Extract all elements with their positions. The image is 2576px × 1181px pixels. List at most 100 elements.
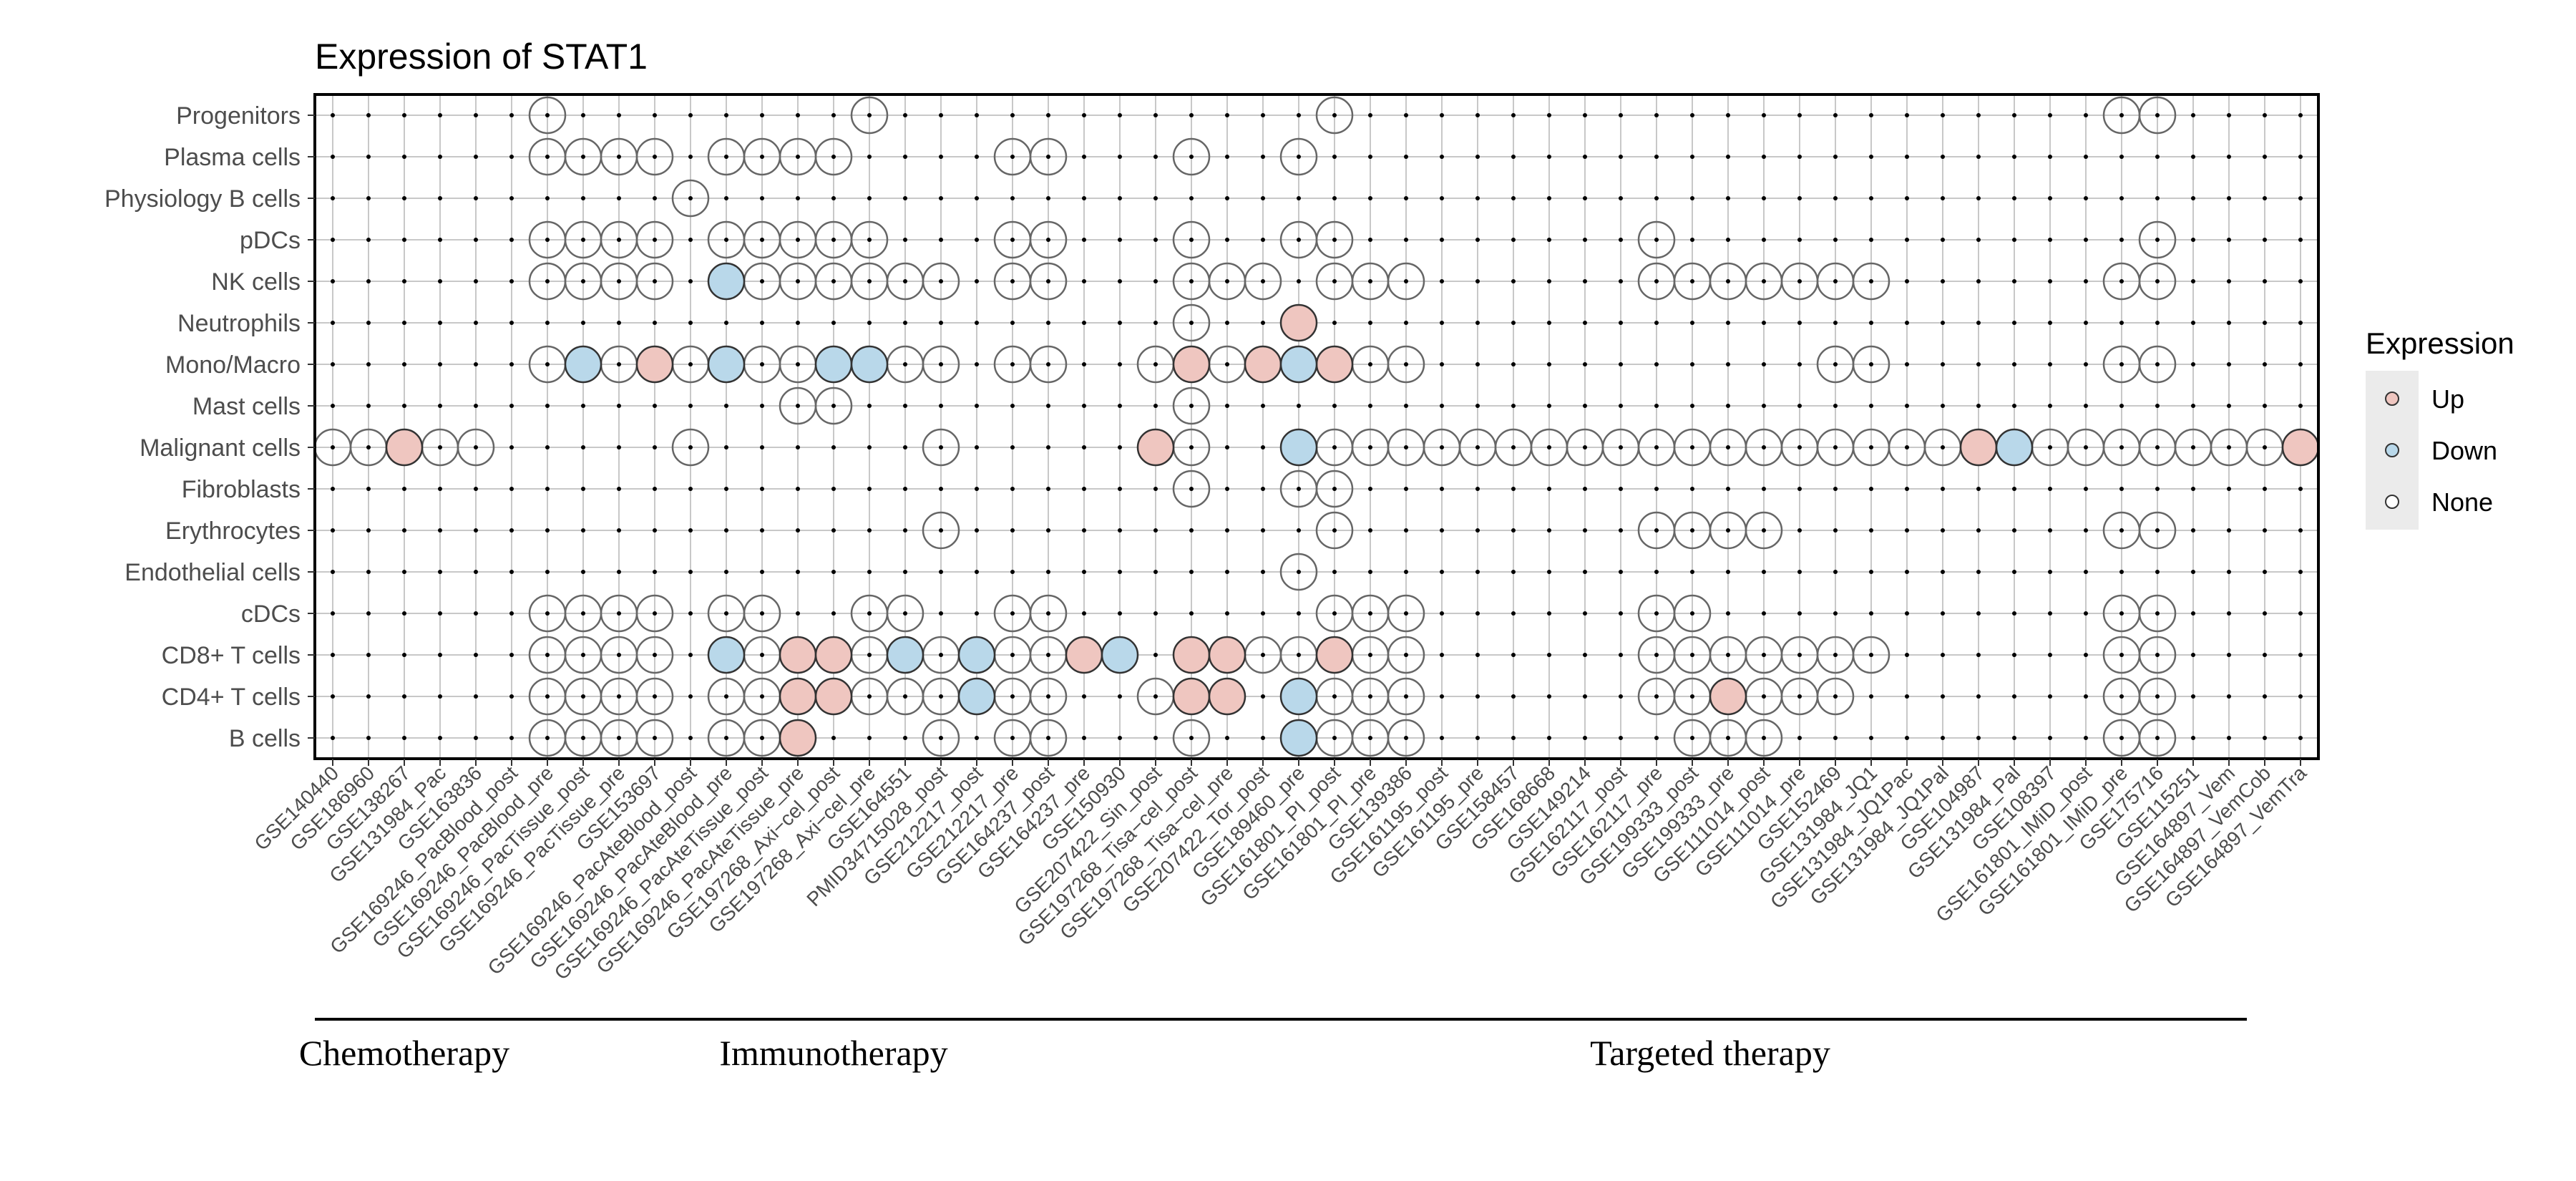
grid-dot [1046, 279, 1050, 283]
grid-dot [2155, 279, 2160, 283]
expression-circle-down-malignant-cells-gse189460-pre [1279, 428, 1318, 467]
grid-dot [1762, 528, 1766, 533]
grid-dot [903, 196, 907, 200]
expression-circle-none-pdcs-gse169246-pacatetissue-pre [779, 220, 817, 259]
grid-dot [366, 279, 371, 283]
grid-dot [1404, 113, 1408, 117]
grid-dot [1332, 611, 1337, 616]
grid-dot [1511, 155, 1516, 159]
grid-dot [331, 155, 335, 159]
grid-dot [581, 113, 585, 117]
grid-dot [2227, 238, 2231, 242]
grid-dot [2227, 196, 2231, 200]
grid-dot [2048, 155, 2052, 159]
expression-circle-none-nk-cells-gse131984-jq1 [1852, 262, 1890, 301]
grid-dot [1690, 155, 1694, 159]
grid-dot [2263, 570, 2267, 574]
grid-dot [1225, 196, 1229, 200]
grid-dot [2012, 487, 2016, 491]
grid-dot [975, 528, 979, 533]
grid-dot [1261, 113, 1265, 117]
expression-circle-none-malignant-cells-gse131984-jq1pac [1888, 428, 1926, 467]
expression-circle-none-cd8-t-cells-gse111014-post [1745, 636, 1783, 674]
grid-dot [2012, 404, 2016, 408]
expression-circle-down-cd8-t-cells-gse164551 [886, 636, 924, 674]
expression-circle-none-pdcs-gse162117-pre [1637, 220, 1676, 259]
grid-dot [617, 653, 621, 657]
grid-dot [509, 321, 514, 325]
y-tick-label-mast-cells: Mast cells [192, 393, 301, 420]
grid-dot [1046, 611, 1050, 616]
grid-dot [1905, 653, 1909, 657]
grid-dot [760, 445, 764, 449]
grid-dot [1368, 238, 1372, 242]
expression-circle-none-endothelial-cells-gse189460-pre [1279, 553, 1318, 591]
grid-dot [939, 528, 943, 533]
grid-dot [1762, 279, 1766, 283]
grid-dot [1261, 611, 1265, 616]
expression-circle-none-malignant-cells-gse131984-jq1 [1852, 428, 1890, 467]
grid-dot [331, 404, 335, 408]
expression-circle-none-malignant-cells-gse162117-post [1601, 428, 1640, 467]
grid-dot [1976, 694, 1981, 699]
grid-dot [1869, 113, 1873, 117]
grid-dot [1726, 487, 1730, 491]
grid-dot [1941, 362, 1945, 366]
expression-circle-none-nk-cells-gse161801-imid-pre [2102, 262, 2141, 301]
expression-circle-none-mono-macro-gse175716 [2138, 345, 2177, 384]
grid-dot [653, 528, 657, 533]
expression-circle-none-nk-cells-gse139386 [1387, 262, 1425, 301]
legend-label-up: Up [2431, 384, 2464, 414]
grid-dot [1547, 279, 1551, 283]
grid-dot [1153, 279, 1158, 283]
grid-dot [1797, 445, 1802, 449]
expression-circle-none-nk-cells-gse111014-pre [1780, 262, 1819, 301]
grid-dot [366, 196, 371, 200]
expression-circle-none-progenitors-gse161801-imid-pre [2102, 96, 2141, 135]
grid-dot [2155, 653, 2160, 657]
grid-dot [1690, 487, 1694, 491]
grid-dot [1762, 445, 1766, 449]
grid-dot [1261, 570, 1265, 574]
grid-dot [2048, 362, 2052, 366]
grid-dot [2263, 736, 2267, 740]
grid-dot [1118, 570, 1122, 574]
grid-dot [1368, 736, 1372, 740]
grid-dot [1941, 528, 1945, 533]
grid-dot [1368, 445, 1372, 449]
grid-dot [1547, 238, 1551, 242]
grid-dot [617, 694, 621, 699]
grid-dot [2227, 653, 2231, 657]
grid-dot [867, 238, 872, 242]
grid-dot [653, 113, 657, 117]
grid-dot [331, 528, 335, 533]
grid-dot [653, 445, 657, 449]
grid-dot [688, 321, 693, 325]
grid-dot [2084, 570, 2088, 574]
grid-dot [474, 238, 478, 242]
grid-dot [1440, 238, 1444, 242]
grid-dot [1654, 321, 1659, 325]
grid-dot [1404, 238, 1408, 242]
grid-dot [509, 694, 514, 699]
grid-dot [617, 528, 621, 533]
grid-dot [2119, 445, 2124, 449]
grid-dot [760, 362, 764, 366]
grid-dot [2298, 653, 2303, 657]
grid-dot [1046, 155, 1050, 159]
grid-dot [438, 445, 442, 449]
expression-circle-none-fibroblasts-gse197268-tisa-cel-post [1172, 470, 1211, 508]
grid-dot [402, 238, 406, 242]
grid-dot [331, 445, 335, 449]
grid-dot [1547, 653, 1551, 657]
grid-dot [2012, 238, 2016, 242]
grid-dot [653, 238, 657, 242]
grid-dot [1368, 487, 1372, 491]
grid-dot [1869, 653, 1873, 657]
grid-dot [1583, 113, 1587, 117]
expression-circle-none-erythrocytes-gse161801-pi-post [1315, 511, 1354, 550]
grid-dot [1082, 279, 1086, 283]
expression-circle-up-cd4-t-cells-gse199333-pre [1709, 677, 1747, 716]
grid-dot [1905, 611, 1909, 616]
